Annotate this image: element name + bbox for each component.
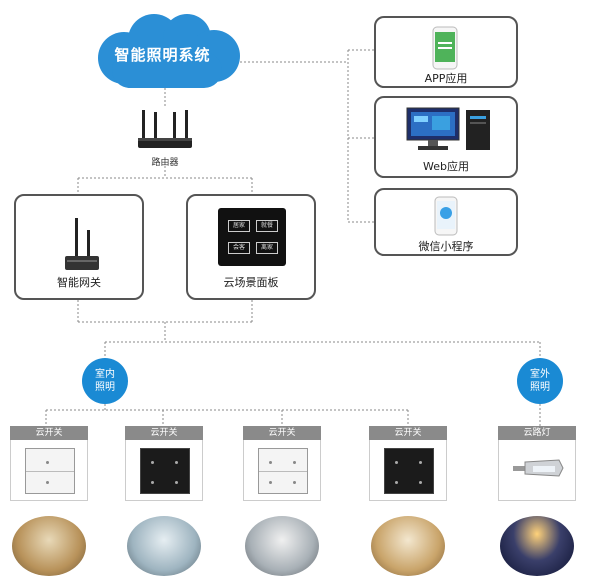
device-label: 云开关 xyxy=(369,426,447,440)
device-label: 云开关 xyxy=(125,426,203,440)
cloud-icon xyxy=(98,14,240,88)
indoor-line1: 室内 xyxy=(95,369,115,380)
indoor-lighting-badge: 室内 照明 xyxy=(82,358,128,404)
outdoor-line1: 室外 xyxy=(530,369,550,380)
outdoor-line2: 照明 xyxy=(530,382,550,393)
scene-panel-label: 云场景面板 xyxy=(223,276,279,289)
scene-key: 居家 xyxy=(228,220,250,232)
mini-program-box: 微信小程序 xyxy=(374,188,518,256)
outdoor-lighting-badge: 室外 照明 xyxy=(517,358,563,404)
mini-program-label: 微信小程序 xyxy=(418,240,474,253)
scene-panel-icon: 居家 就餐 会客 离家 xyxy=(218,208,286,266)
phone-icon xyxy=(434,196,458,236)
web-box: Web应用 xyxy=(374,96,518,178)
scene-key: 就餐 xyxy=(256,220,278,232)
web-label: Web应用 xyxy=(423,160,469,173)
device-card: 云开关 xyxy=(10,426,88,501)
switch-panel-icon xyxy=(384,448,434,494)
device-card: 云开关 xyxy=(369,426,447,501)
indoor-line2: 照明 xyxy=(95,382,115,393)
room-photo xyxy=(12,516,86,576)
switch-panel-icon xyxy=(140,448,190,494)
app-box: APP应用 xyxy=(374,16,518,88)
phone-icon xyxy=(432,26,458,70)
app-label: APP应用 xyxy=(424,72,468,85)
device-label: 云开关 xyxy=(243,426,321,440)
scene-key: 会客 xyxy=(228,242,250,254)
device-card: 云路灯 xyxy=(498,426,576,501)
room-photo xyxy=(371,516,445,576)
switch-panel-icon xyxy=(25,448,75,494)
street-lamp-icon xyxy=(513,459,564,477)
gateway-icon xyxy=(65,218,99,270)
room-photo xyxy=(127,516,201,576)
device-label: 云开关 xyxy=(10,426,88,440)
room-photo xyxy=(500,516,574,576)
router-label: 路由器 xyxy=(151,158,179,168)
connector-lines xyxy=(45,49,541,426)
scene-panel-box: 居家 就餐 会客 离家 云场景面板 xyxy=(186,194,316,300)
device-card: 云开关 xyxy=(243,426,321,501)
device-card: 云开关 xyxy=(125,426,203,501)
router-icon xyxy=(138,110,192,148)
scene-key: 离家 xyxy=(256,242,278,254)
switch-panel-icon xyxy=(258,448,308,494)
gateway-label: 智能网关 xyxy=(57,276,101,289)
diagram-title: 智能照明系统 xyxy=(114,46,211,64)
device-label: 云路灯 xyxy=(498,426,576,440)
room-photo xyxy=(245,516,319,576)
gateway-box: 智能网关 xyxy=(14,194,144,300)
computer-icon xyxy=(406,107,490,150)
